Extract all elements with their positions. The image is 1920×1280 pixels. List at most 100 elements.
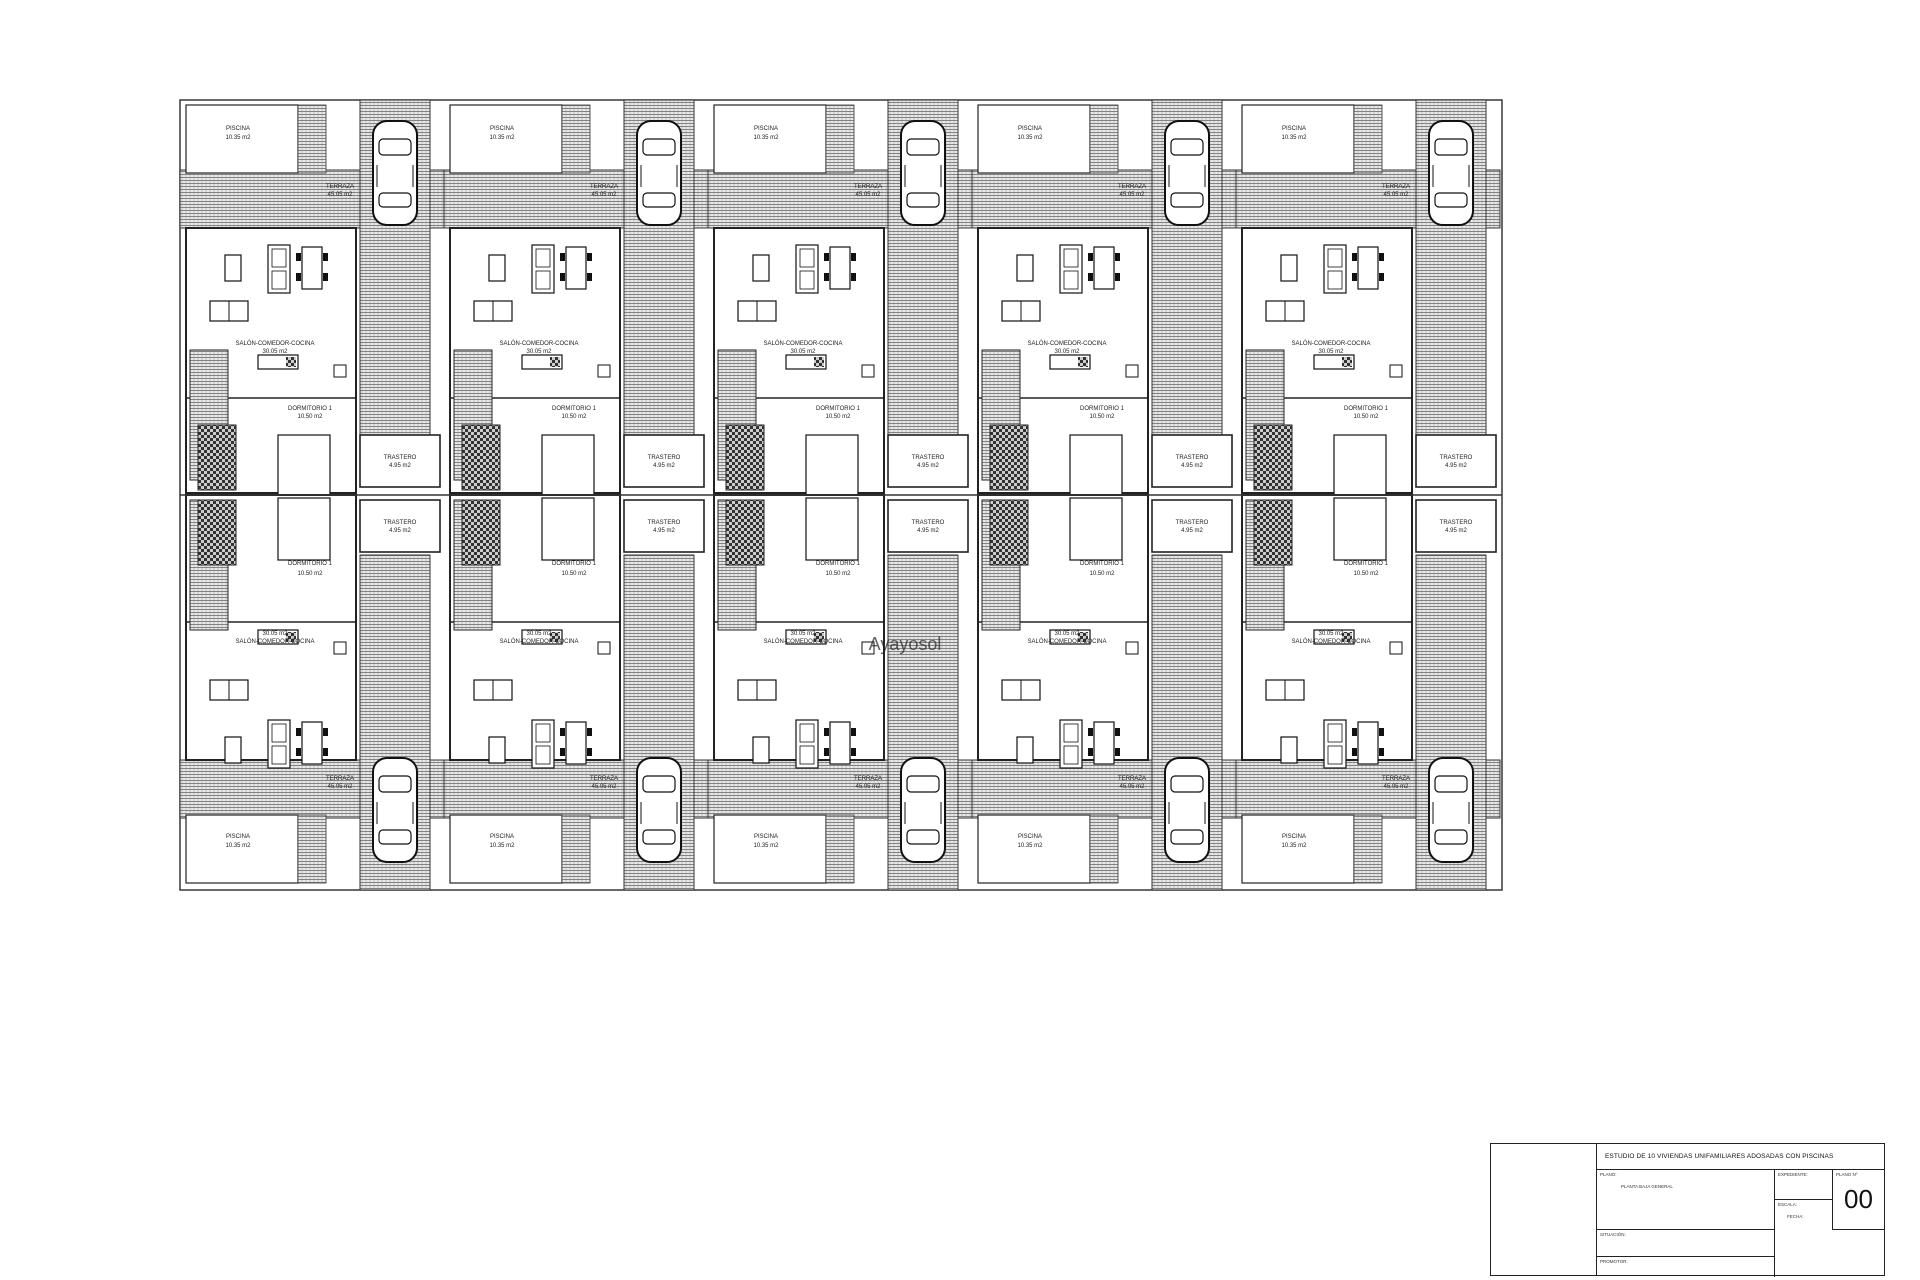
trastero-room — [623, 499, 705, 553]
salon-area-label: 30.05 m2 — [790, 349, 816, 355]
dormitorio-label: DORMITORIO 1 — [552, 406, 597, 412]
salon-label: SALÓN-COMEDOR-COCINA — [1291, 340, 1370, 347]
bed-icon — [277, 497, 331, 561]
armchair-icon — [1016, 254, 1034, 282]
dormitorio-label: DORMITORIO 1 — [1344, 561, 1389, 567]
piscina-area-label: 10.35 m2 — [753, 135, 779, 141]
trastero-room — [359, 434, 441, 488]
terraza-area-label: 45.05 m2 — [855, 192, 881, 198]
pool-deck-area — [825, 104, 855, 174]
terraza-label: TERRAZA — [326, 184, 354, 190]
piscina-label: PISCINA — [1018, 834, 1042, 840]
bathroom-tile-area — [461, 424, 501, 491]
trastero-area-label: 4.95 m2 — [917, 528, 939, 534]
sink-icon — [333, 641, 347, 655]
promotor-label: PROMOTOR: — [1600, 1259, 1628, 1264]
piscina-area — [1241, 104, 1355, 174]
terraza-area-label: 45.05 m2 — [591, 784, 617, 790]
terraza-label: TERRAZA — [1382, 184, 1410, 190]
pool-deck-area — [561, 814, 591, 884]
dining-table-icon — [565, 721, 587, 765]
dormitorio-area-label: 10.50 m2 — [1089, 414, 1115, 420]
salon-label: SALÓN-COMEDOR-COCINA — [1291, 638, 1370, 645]
trastero-area-label: 4.95 m2 — [653, 463, 675, 469]
furniture-group — [737, 629, 875, 769]
dining-table-icon — [301, 721, 323, 765]
car-icon — [1164, 120, 1210, 226]
bathroom-tile-area — [461, 499, 501, 566]
terraza-area-label: 45.05 m2 — [1119, 192, 1145, 198]
bed-icon — [541, 497, 595, 561]
project-title: ESTUDIO DE 10 VIVIENDAS UNIFAMILIARES AD… — [1597, 1144, 1884, 1170]
dining-table-icon — [1093, 246, 1115, 290]
piscina-area-label: 10.35 m2 — [225, 135, 251, 141]
terraza-area-label: 45.05 m2 — [1119, 784, 1145, 790]
piscina-area — [713, 104, 827, 174]
cooktop-icon — [814, 357, 824, 367]
pool-deck-area — [825, 814, 855, 884]
trastero-room — [1415, 499, 1497, 553]
trastero-room — [623, 434, 705, 488]
bed-icon — [805, 497, 859, 561]
bathroom-tile-area — [1253, 499, 1293, 566]
terraza-label: TERRAZA — [854, 184, 882, 190]
dormitorio-label: DORMITORIO 1 — [816, 561, 861, 567]
situacion-label: SITUACIÓN: — [1600, 1232, 1626, 1237]
car-icon — [1428, 757, 1474, 863]
expediente-label: EXPEDIENTE: — [1778, 1172, 1808, 1177]
terraza-label: TERRAZA — [1118, 184, 1146, 190]
dormitorio-area-label: 10.50 m2 — [1353, 414, 1379, 420]
salon-label: SALÓN-COMEDOR-COCINA — [235, 340, 314, 347]
piscina-area — [977, 104, 1091, 174]
furniture-group — [1001, 244, 1139, 378]
piscina-label: PISCINA — [226, 126, 250, 132]
trastero-label: TRASTERO — [648, 455, 681, 461]
piscina-area-label: 10.35 m2 — [1281, 135, 1307, 141]
trastero-room — [1151, 499, 1233, 553]
trastero-label: TRASTERO — [912, 455, 945, 461]
dormitorio-area-label: 10.50 m2 — [561, 414, 587, 420]
armchair-icon — [752, 254, 770, 282]
title-block: ESTUDIO DE 10 VIVIENDAS UNIFAMILIARES AD… — [1490, 1143, 1885, 1277]
bathroom-tile-area — [725, 499, 765, 566]
pool-deck-area — [1353, 104, 1383, 174]
terraza-label: TERRAZA — [590, 776, 618, 782]
trastero-area-label: 4.95 m2 — [389, 463, 411, 469]
bathroom-tile-area — [197, 499, 237, 566]
piscina-label: PISCINA — [1018, 126, 1042, 132]
sink-icon — [1125, 364, 1139, 378]
salon-label: SALÓN-COMEDOR-COCINA — [763, 340, 842, 347]
furniture-group — [473, 244, 611, 378]
trastero-room — [359, 499, 441, 553]
dining-table-icon — [1357, 721, 1379, 765]
salon-label: SALÓN-COMEDOR-COCINA — [499, 340, 578, 347]
piscina-area — [977, 814, 1091, 884]
dormitorio-area-label: 10.50 m2 — [297, 414, 323, 420]
salon-area-label: 30.05 m2 — [1054, 349, 1080, 355]
pool-deck-area — [297, 104, 327, 174]
bed-icon — [1069, 497, 1123, 561]
salon-label: SALÓN-COMEDOR-COCINA — [499, 638, 578, 645]
dormitorio-area-label: 10.50 m2 — [825, 571, 851, 577]
piscina-area-label: 10.35 m2 — [1017, 135, 1043, 141]
escala-cell: ESCALA: FECHA: — [1775, 1200, 1833, 1230]
armchair-icon — [752, 736, 770, 764]
dining-table-icon — [301, 246, 323, 290]
piscina-label: PISCINA — [754, 126, 778, 132]
cooktop-icon — [550, 632, 560, 642]
bed-icon — [1069, 434, 1123, 498]
dormitorio-area-label: 10.50 m2 — [297, 571, 323, 577]
cooktop-icon — [286, 357, 296, 367]
trastero-label: TRASTERO — [384, 520, 417, 526]
armchair-icon — [224, 254, 242, 282]
bathroom-tile-area — [1253, 424, 1293, 491]
piscina-area-label: 10.35 m2 — [225, 843, 251, 849]
terraza-area-label: 45.05 m2 — [327, 784, 353, 790]
car-icon — [900, 120, 946, 226]
sink-icon — [861, 641, 875, 655]
